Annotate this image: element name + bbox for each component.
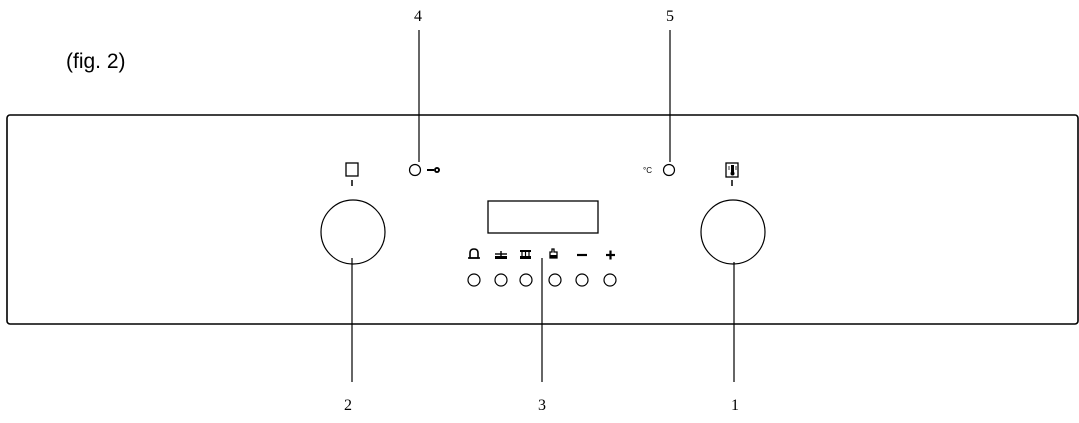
callout-4: 4 — [414, 8, 422, 25]
temperature-indicator-light — [662, 163, 676, 177]
oven-tray-button — [494, 273, 508, 287]
lock-indicator-light — [408, 163, 422, 177]
oven-tray-double-button — [519, 273, 533, 287]
callout-5: 5 — [666, 8, 674, 25]
callout-2: 2 — [344, 397, 352, 414]
minus-button — [575, 273, 589, 287]
oven-tray-icon — [495, 251, 507, 259]
square-function-icon — [345, 162, 359, 177]
digital-display — [487, 200, 599, 234]
lock-indicator — [408, 163, 440, 177]
leader-lines — [351, 30, 735, 382]
plus-icon — [606, 250, 615, 260]
plus-button — [603, 273, 617, 287]
thermometer-icon — [725, 162, 739, 178]
temperature-knob-dial — [700, 199, 766, 265]
hand-button — [548, 273, 562, 287]
function-knob — [320, 162, 386, 265]
button-icons — [468, 248, 615, 260]
temp-unit-label: °C — [643, 166, 652, 175]
key-lock-icon — [427, 167, 440, 173]
callout-3: 3 — [538, 397, 546, 414]
function-knob-dial — [320, 199, 386, 265]
bell-icon — [468, 248, 480, 259]
bell-button — [467, 273, 481, 287]
control-buttons — [467, 273, 617, 287]
temperature-indicator: °C — [643, 163, 676, 177]
temperature-knob — [700, 162, 766, 265]
callout-1: 1 — [731, 397, 739, 414]
figure-caption: (fig. 2) — [66, 50, 126, 73]
oven-tray-double-icon — [520, 250, 531, 259]
hand-icon — [549, 248, 558, 259]
